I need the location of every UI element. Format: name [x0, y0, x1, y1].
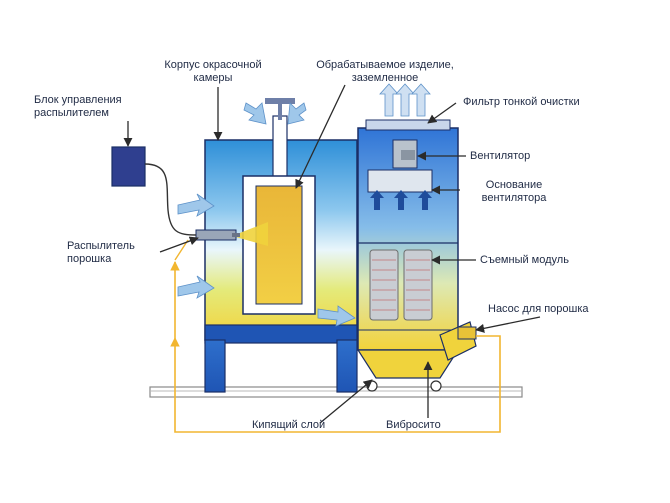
floor-rail: [149, 386, 523, 398]
powder-return-line: [170, 335, 501, 433]
removable-module: [369, 249, 433, 321]
control-box: [111, 146, 146, 187]
control-unit-label: Блок управления распылителем: [34, 94, 122, 119]
booth-body-label: Корпус окрасочной камеры: [164, 59, 262, 84]
booth-airflow: [177, 102, 356, 327]
workpiece-label: Обрабатываемое изделие, заземленное: [316, 59, 454, 84]
fluid-bed-label: Кипящий слой: [252, 419, 326, 431]
cabinet-airflow: [370, 190, 432, 210]
powder-pump-label: Насос для порошка: [488, 303, 589, 315]
fan-label: Вентилятор: [470, 150, 531, 162]
fan-base-label: Основание вентилятора: [481, 179, 547, 204]
spray-cone: [232, 222, 268, 246]
fan: [392, 139, 418, 169]
sprayer-gun: [195, 229, 240, 241]
wheel-right: [430, 380, 442, 392]
sprayer-label: Распылитель порошка: [67, 240, 135, 265]
fan-base: [367, 169, 433, 193]
exhaust-arrows: [379, 83, 431, 117]
hopper: [356, 349, 460, 379]
workpiece: [242, 175, 316, 315]
removable-module-label: Съемный модуль: [480, 254, 569, 266]
fine-filter-label: Фильтр тонкой очистки: [463, 96, 580, 108]
powder-feed-line: [174, 239, 189, 261]
control-cable: [144, 163, 197, 236]
leader-lines: [123, 84, 541, 424]
powder-pump: [439, 321, 477, 361]
vibro-sieve-label: Вибросито: [386, 419, 441, 431]
